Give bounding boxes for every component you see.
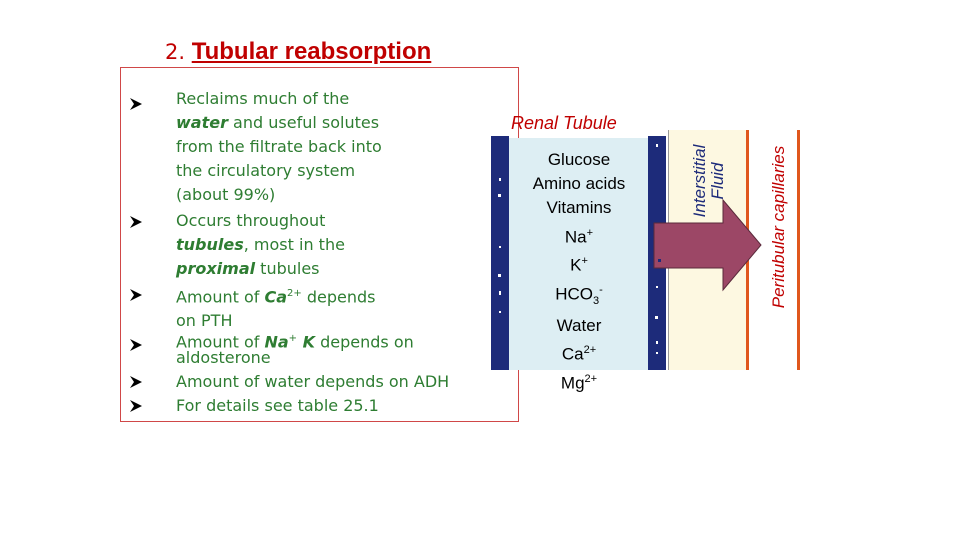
charge: + xyxy=(581,255,588,268)
title-text: Tubular reabsorption xyxy=(191,38,432,65)
bullet-4-text: depends on xyxy=(315,332,414,352)
solute-symbol: Na xyxy=(564,227,587,247)
solute-symbol: Ca xyxy=(561,344,584,364)
arrow-bullet-icon xyxy=(130,339,142,351)
solute-glucose: Glucose xyxy=(547,150,611,169)
bullet-3-line: on PTH xyxy=(176,311,233,331)
charge: 2+ xyxy=(584,372,598,385)
solute-calcium: Ca2+ xyxy=(509,338,649,367)
interstitial-label-line: Fluid xyxy=(708,162,727,200)
bullet-1-text: and useful solutes xyxy=(227,113,380,132)
bullet-4-line: Amount of Na+ K depends on xyxy=(176,331,414,350)
arrow-bullet-icon xyxy=(130,216,142,228)
arrow-bullet-icon xyxy=(130,98,142,110)
bullet-2-text: tubules xyxy=(255,259,320,278)
bullet-4: Amount of Na+ K depends on aldosterone xyxy=(176,331,414,366)
solute-potassium: K+ xyxy=(509,249,649,278)
solute-symbol: Mg xyxy=(560,373,585,393)
arrow-bullet-icon xyxy=(130,376,142,388)
bullet-3-line: Amount of Ca2+ depends xyxy=(176,282,375,309)
renal-tubule-label: Renal Tubule xyxy=(511,113,617,133)
emphasis: proximal xyxy=(176,259,256,278)
bullet-4-line: aldosterone xyxy=(176,348,271,368)
bullet-3-text: depends xyxy=(301,287,376,307)
charge: - xyxy=(599,284,603,297)
bullet-1-line: (about 99%) xyxy=(176,185,276,204)
solute-bicarbonate: HCO3- xyxy=(509,278,649,313)
bullet-1: Reclaims much of the water and useful so… xyxy=(176,87,382,207)
solute-magnesium: Mg2+ xyxy=(509,367,649,396)
bullet-1-line: the circulatory system xyxy=(176,161,356,180)
solute-sodium: Na+ xyxy=(509,221,649,250)
charge: 2+ xyxy=(583,343,597,356)
bullet-1-line: from the filtrate back into xyxy=(176,137,382,156)
bullet-2: Occurs throughout tubules, most in the p… xyxy=(176,209,345,281)
arrow-bullet-icon xyxy=(130,400,142,412)
solute-list: Glucose Amino acids Vitamins Na+ K+ HCO3… xyxy=(509,148,649,396)
bullet-1-line: Reclaims much of the xyxy=(176,89,350,108)
bullet-5: Amount of water depends on ADH xyxy=(176,370,449,394)
emphasis: Ca xyxy=(264,287,288,307)
bullet-2-line: tubules, most in the xyxy=(176,233,345,257)
superscript: + xyxy=(288,333,298,344)
solute-symbol: HCO xyxy=(555,284,593,304)
superscript: 2+ xyxy=(287,288,302,299)
bullet-2-line: Occurs throughout xyxy=(176,211,326,230)
bullet-5-line: Amount of water depends on ADH xyxy=(176,372,450,391)
solute-water: Water xyxy=(556,315,602,335)
membrane-pores-left xyxy=(498,178,501,313)
bullet-2-line: proximal tubules xyxy=(176,257,345,281)
slide-title: 2. Tubular reabsorption xyxy=(165,38,431,66)
bullet-2-text: , most in the xyxy=(243,235,345,254)
emphasis: Na xyxy=(264,332,289,352)
peritubular-capillaries-label: Peritubular capillaries xyxy=(769,145,788,309)
bullet-6: For details see table 25.1 xyxy=(176,394,379,418)
tubule-lumen xyxy=(509,138,649,370)
solute-amino-acids: Amino acids xyxy=(532,174,626,194)
interstitial-fluid-label: Interstitial Fluid xyxy=(690,126,727,236)
bullet-6-line: For details see table 25.1 xyxy=(176,396,379,415)
solute-symbol: K xyxy=(570,256,582,276)
bullet-3: Amount of Ca2+ depends on PTH xyxy=(176,282,375,333)
tubule-wall-left xyxy=(491,136,509,370)
interstitial-label-line: Interstitial xyxy=(690,144,709,218)
subscript: 3 xyxy=(592,295,600,308)
charge: + xyxy=(586,226,594,239)
emphasis: tubules xyxy=(176,235,244,254)
emphasis: water xyxy=(176,113,228,132)
solute-vitamins: Vitamins xyxy=(546,198,612,218)
title-number: 2. xyxy=(165,40,186,64)
membrane-pores-right xyxy=(655,144,658,354)
emphasis: K xyxy=(297,332,316,352)
bullet-4-text: Amount of xyxy=(176,332,265,352)
arrow-bullet-icon xyxy=(130,289,142,301)
bullet-3-text: Amount of xyxy=(176,287,265,307)
bullet-box: Reclaims much of the water and useful so… xyxy=(120,67,519,422)
bullet-1-line: water and useful solutes xyxy=(176,111,382,135)
